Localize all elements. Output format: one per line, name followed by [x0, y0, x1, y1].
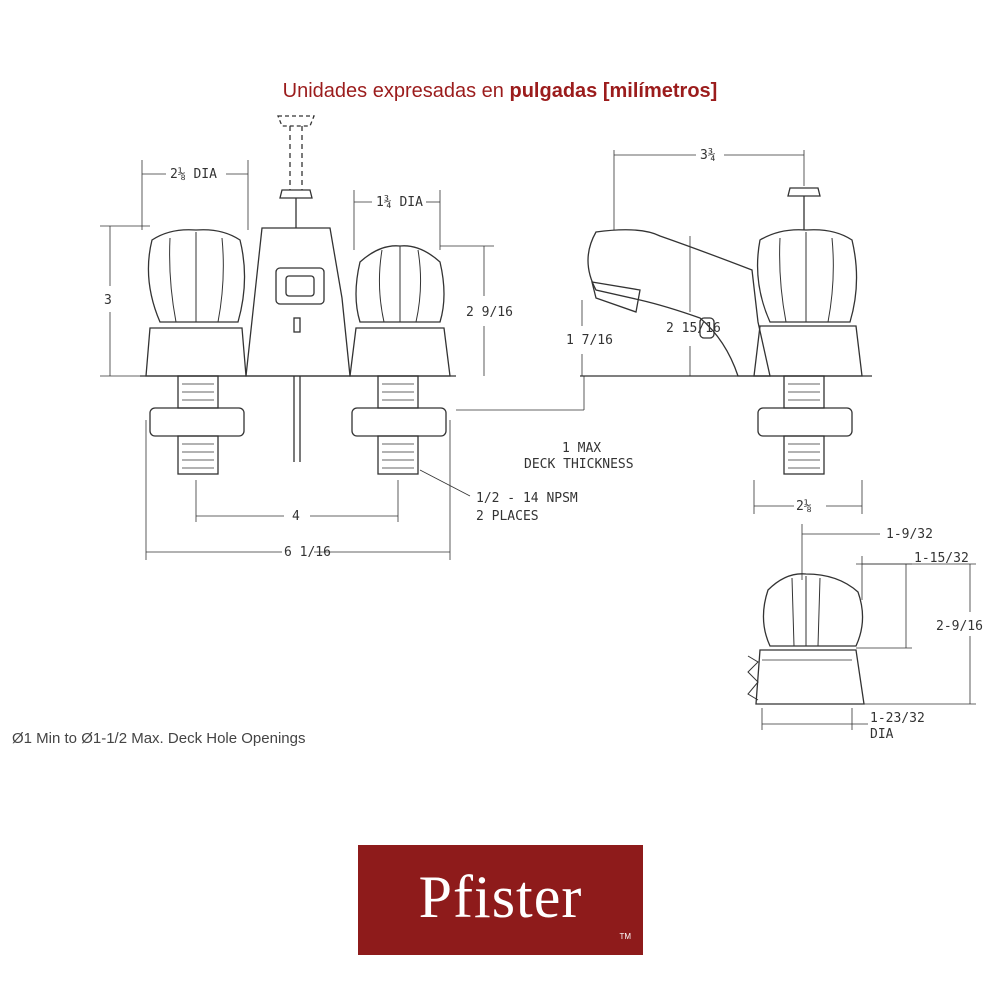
dim-top1: 1-9/32 [886, 527, 933, 542]
dim-detail-base-unit: DIA [870, 727, 894, 742]
dim-height-left: 3 [104, 293, 112, 308]
left-base [145, 327, 247, 377]
dim-reach: 3¾ [700, 148, 716, 163]
thread-note-line2: 2 PLACES [476, 509, 539, 524]
side-view [580, 150, 872, 514]
dim-height-right: 2 9/16 [466, 305, 513, 320]
dim-detail-base: 1-23/32 [870, 711, 925, 726]
dim-overall-width: 6 1/16 [284, 545, 331, 560]
logo-trademark: TM [619, 932, 631, 941]
dim-center-spacing: 4 [292, 509, 300, 524]
dim-spout-height: 1 7/16 [566, 333, 613, 348]
thread-note-line1: 1/2 - 14 NPSM [476, 491, 578, 506]
right-handle-outline [355, 245, 445, 323]
pfister-logo: Pfister TM [358, 845, 643, 955]
deck-hole-note: Ø1 Min to Ø1-1/2 Max. Deck Hole Openings [12, 730, 306, 747]
handle-detail [747, 524, 976, 730]
deck-note-line2: DECK THICKNESS [524, 457, 634, 472]
spout-outline [587, 229, 771, 377]
dim-detail-height: 2-9/16 [936, 619, 983, 634]
detail-handle-outline [762, 573, 864, 647]
units-heading-emphasis: pulgadas [milímetros] [509, 80, 718, 102]
dim-top2: 1-15/32 [914, 551, 969, 566]
dim-handle-dia: 2⅛ DIA [170, 167, 217, 182]
dim-knob-dia: 1¾ DIA [376, 195, 423, 210]
dim-base-width: 2⅛ [796, 499, 812, 514]
dim-body-height: 2 15/16 [666, 321, 721, 336]
center-body [245, 227, 351, 377]
units-heading-prefix: Unidades expresadas en [282, 80, 504, 102]
front-view [100, 115, 585, 560]
left-handle-outline [147, 229, 246, 323]
units-heading: Unidades expresadas en pulgadas [milímet… [0, 80, 1000, 103]
deck-note-line1: 1 MAX [562, 441, 601, 456]
right-base [349, 327, 451, 377]
side-handle [756, 229, 858, 323]
logo-wordmark: Pfister [418, 864, 583, 930]
